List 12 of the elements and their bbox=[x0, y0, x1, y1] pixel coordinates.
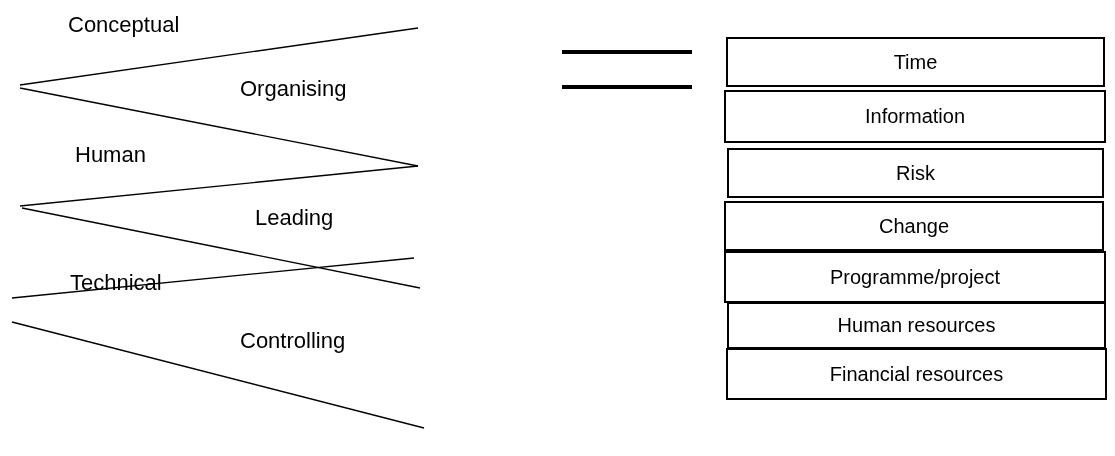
category-label: Leading bbox=[255, 207, 334, 229]
category-label: Organising bbox=[240, 78, 347, 100]
area-box: Programme/project bbox=[724, 251, 1106, 303]
category-label: Controlling bbox=[240, 330, 346, 352]
area-box: Risk bbox=[727, 148, 1104, 198]
area-box: Information bbox=[724, 90, 1106, 143]
area-box: Time bbox=[726, 37, 1105, 87]
area-box: Change bbox=[724, 201, 1104, 251]
category-label: Conceptual bbox=[68, 14, 180, 36]
category-label: Human bbox=[75, 144, 146, 166]
area-box: Human resources bbox=[727, 302, 1106, 349]
area-box: Financial resources bbox=[726, 348, 1107, 400]
